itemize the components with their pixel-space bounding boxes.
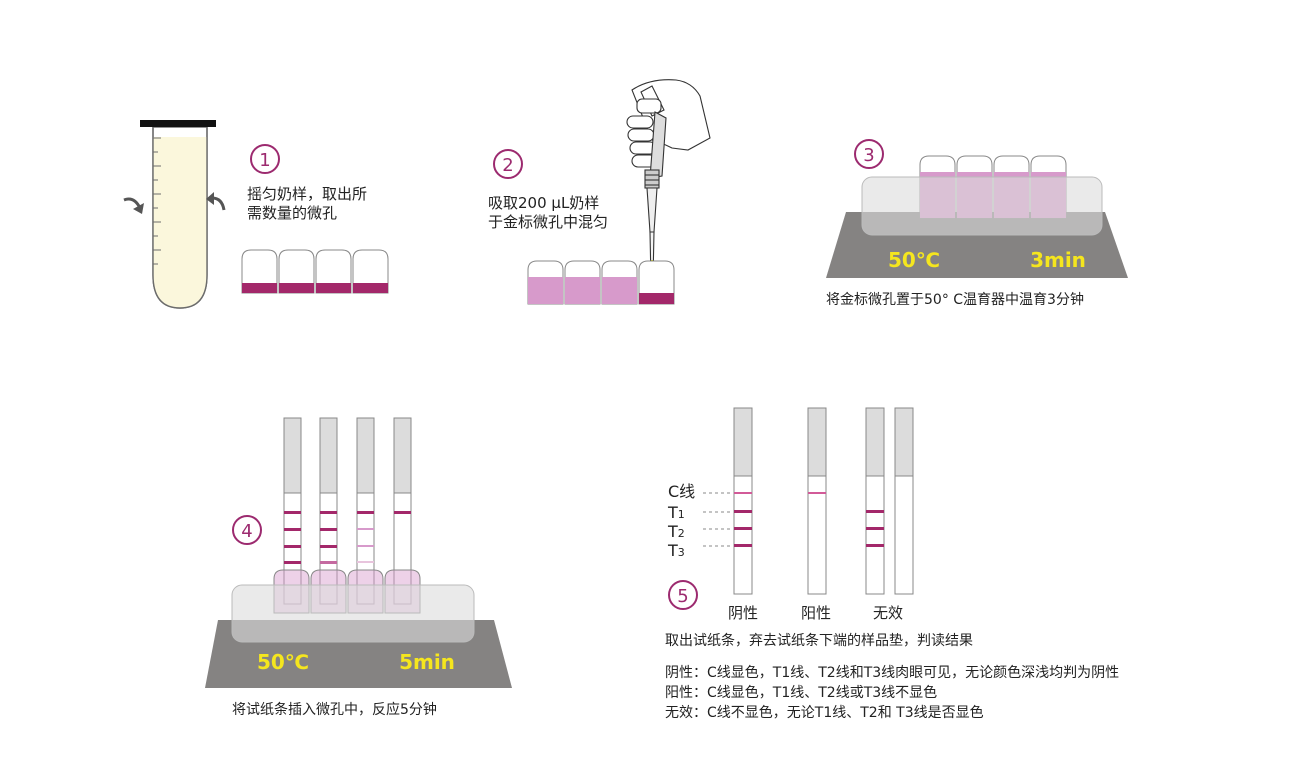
result-invalid: 无效：C线不显色，无论T1线、T2和 T3线是否显色 bbox=[665, 705, 984, 721]
step1-number-circle bbox=[250, 144, 280, 174]
step4-number-circle bbox=[232, 515, 262, 545]
step1-text-line2: 需数量的微孔 bbox=[247, 204, 338, 222]
tube-cap bbox=[140, 120, 216, 127]
step4-caption: 将试纸条插入微孔中，反应5分钟 bbox=[232, 702, 437, 718]
step5-number: 5 bbox=[677, 586, 688, 607]
step5-caption: 取出试纸条，弃去试纸条下端的样品垫，判读结果 bbox=[665, 633, 973, 649]
step3-time: 3min bbox=[1030, 248, 1086, 272]
step5-illustration: 5 bbox=[668, 407, 914, 610]
incubator-lid-3 bbox=[861, 176, 1103, 236]
step3-number: 3 bbox=[863, 145, 874, 166]
tube-graduations bbox=[153, 137, 161, 265]
step2-illustration: 2 bbox=[493, 79, 711, 305]
t3-line-label: T3 bbox=[668, 541, 685, 560]
test-strips-4 bbox=[283, 417, 412, 605]
t1-line-label: T1 bbox=[668, 503, 685, 522]
incubator-lid-4 bbox=[231, 584, 475, 643]
milk-tube bbox=[140, 120, 216, 309]
step1-text-line1: 摇匀奶样，取出所 bbox=[247, 185, 368, 203]
microwell-strip-2 bbox=[527, 260, 675, 305]
strip-label-negative: 阴性 bbox=[728, 604, 759, 622]
step3-caption: 将金标微孔置于50° C温育器中温育3分钟 bbox=[826, 292, 1084, 308]
step4-number: 4 bbox=[241, 521, 252, 542]
step2-text-line2: 于金标微孔中混匀 bbox=[488, 213, 609, 231]
step3-illustration: 3 50℃ 3min bbox=[826, 139, 1128, 278]
strip-label-invalid: 无效 bbox=[873, 604, 904, 622]
result-positive: 阳性：C线显色，T1线、T2线或T3线不显色 bbox=[665, 685, 938, 701]
step4-temperature: 50℃ bbox=[257, 650, 309, 674]
step1-number: 1 bbox=[259, 150, 270, 171]
strip-label-positive: 阳性 bbox=[801, 604, 832, 622]
t2-line-label: T2 bbox=[668, 522, 685, 541]
step1-illustration: 1 bbox=[123, 120, 389, 309]
strip-invalid bbox=[865, 407, 914, 595]
step3-temperature: 50℃ bbox=[888, 248, 940, 272]
step2-number: 2 bbox=[502, 155, 513, 176]
c-line-label: C线 bbox=[668, 482, 696, 501]
step3-number-circle bbox=[854, 139, 884, 169]
result-negative: 阴性：C线显色，T1线、T2线和T3线肉眼可见，无论颜色深浅均判为阴性 bbox=[665, 665, 1120, 681]
microwell-strip-1 bbox=[241, 249, 389, 294]
pipette-hand bbox=[626, 79, 711, 284]
line-leaders bbox=[703, 492, 733, 547]
step2-number-circle bbox=[493, 149, 523, 179]
strip-negative bbox=[733, 407, 753, 595]
step2-text-line1: 吸取200 μL奶样 bbox=[488, 194, 600, 212]
step5-number-circle bbox=[668, 580, 698, 610]
step4-time: 5min bbox=[399, 650, 455, 674]
strip-positive bbox=[807, 407, 827, 595]
step4-illustration: 4 bbox=[205, 417, 512, 688]
